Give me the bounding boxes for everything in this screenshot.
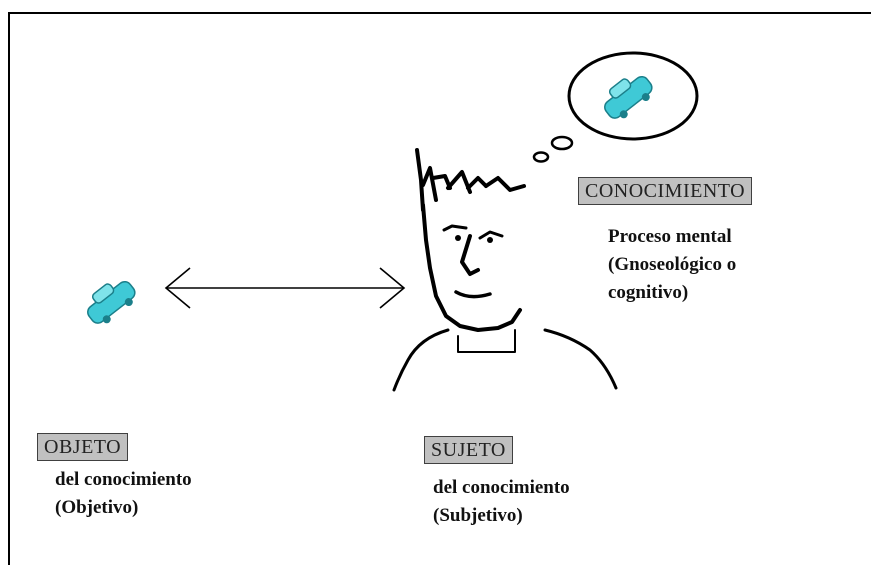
car-icon xyxy=(87,280,136,324)
object-line: (Objetivo) xyxy=(55,497,139,518)
subject-description: del conocimiento (Subjetivo) xyxy=(433,474,570,530)
object-line: del conocimiento xyxy=(55,469,192,490)
concept-line: (Gnoseológico o xyxy=(608,254,737,275)
double-arrow-icon xyxy=(164,267,406,309)
thought-bubble-icon xyxy=(532,51,699,163)
subject-line: (Subjetivo) xyxy=(433,505,523,526)
subject-line: del conocimiento xyxy=(433,477,570,498)
concept-line: cognitivo) xyxy=(608,282,689,303)
concept-line: Proceso mental xyxy=(608,226,732,247)
object-label: OBJETO xyxy=(37,433,129,461)
car-icon xyxy=(604,75,653,119)
face-sketch-icon xyxy=(392,148,618,392)
subject-label: SUJETO xyxy=(424,436,513,464)
concept-label: CONOCIMIENTO xyxy=(578,177,753,205)
concept-description: Proceso mental (Gnoseológico o cognitivo… xyxy=(608,223,736,307)
object-description: del conocimiento (Objetivo) xyxy=(55,466,192,522)
